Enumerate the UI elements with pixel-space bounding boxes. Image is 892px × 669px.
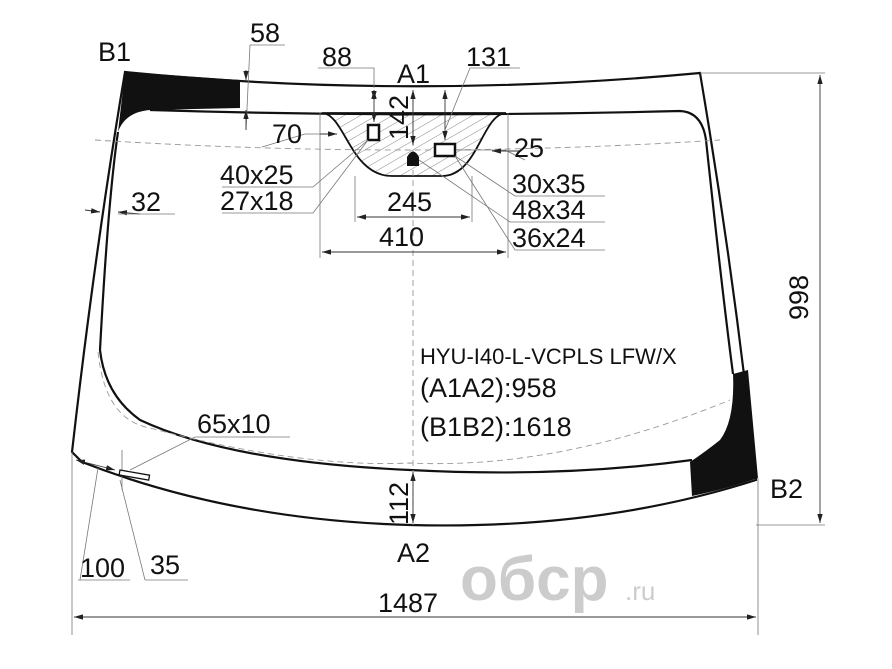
label-b2: B2: [770, 474, 803, 504]
b1b2-length: (B1B2):1618: [420, 412, 572, 442]
dim-1487: 1487: [378, 588, 438, 618]
dim-131: 131: [466, 42, 511, 72]
svg-text:oбcp: oбcp: [460, 545, 609, 614]
dim-30x35: 30x35: [512, 169, 586, 199]
dim-48x34: 48x34: [512, 195, 586, 225]
label-b1: B1: [98, 37, 131, 67]
dim-25: 25: [514, 133, 544, 163]
dim-410: 410: [379, 222, 424, 252]
dashed-line-upper: [94, 139, 721, 151]
a1a2-length: (A1A2):958: [420, 373, 557, 403]
dim-100: 100: [80, 553, 125, 583]
sensor-dome: [407, 151, 419, 166]
dim-142: 142: [384, 95, 414, 140]
sensor-area-hatched: [321, 112, 507, 177]
dim-27x18: 27x18: [220, 186, 294, 216]
dim-112: 112: [384, 482, 414, 525]
dimension-lines: [71, 44, 825, 635]
dim-88: 88: [322, 42, 352, 72]
dim-998: 998: [784, 275, 814, 320]
sensor-box-right: [433, 142, 457, 158]
dim-32: 32: [131, 187, 161, 217]
watermark: oбcp .ru: [460, 545, 655, 614]
sensor-box-left: [366, 123, 381, 142]
svg-text:.ru: .ru: [625, 576, 655, 606]
dim-40x25: 40x25: [220, 160, 294, 190]
label-a2: A2: [397, 538, 430, 568]
glass-outer-edge: [70, 70, 758, 527]
part-code: HYU-I40-L-VCPLS LFW/X: [420, 344, 677, 369]
vin-window: [118, 469, 151, 481]
dashed-line-border: [97, 351, 731, 465]
dim-65x10: 65x10: [197, 409, 271, 439]
dim-245: 245: [387, 187, 432, 217]
label-a1: A1: [397, 59, 430, 89]
dim-58: 58: [250, 18, 280, 48]
black-band-top-left: [118, 72, 240, 132]
dim-70: 70: [272, 119, 302, 149]
black-band-bottom-right: [690, 370, 758, 496]
dim-36x24: 36x24: [512, 223, 586, 253]
dim-35: 35: [150, 550, 180, 580]
